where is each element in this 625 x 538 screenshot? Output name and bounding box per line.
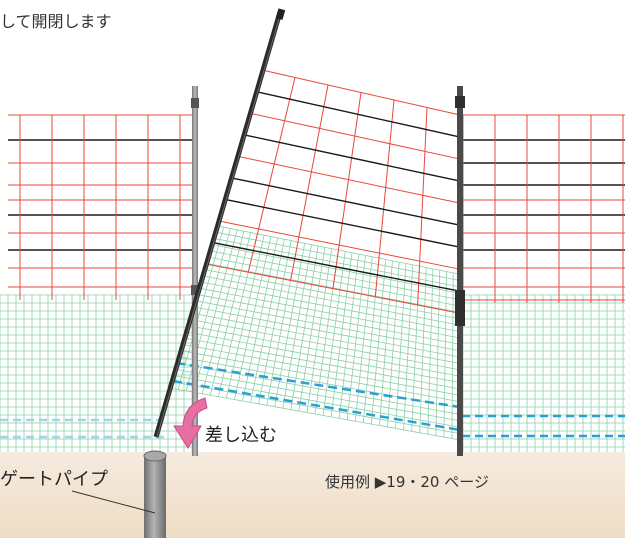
mesh-line (193, 306, 461, 358)
mesh-line (198, 287, 461, 339)
gate-wire (218, 220, 461, 270)
mesh-line (196, 294, 461, 345)
gate-wire (243, 133, 461, 182)
mesh-line (202, 275, 461, 326)
mesh-line (182, 343, 461, 396)
gate-wire (249, 112, 461, 160)
gate-wire (255, 90, 461, 138)
gate-post (153, 8, 286, 438)
gate-wire (230, 177, 461, 226)
mesh-line (169, 387, 461, 441)
right-red-mesh (462, 114, 625, 303)
caption-top: して開閉します (0, 12, 112, 31)
ground (0, 452, 625, 538)
right-green-mesh (462, 294, 625, 452)
insert-label: 差し込む (205, 425, 277, 446)
mesh-line (195, 300, 461, 352)
mesh-line (184, 337, 461, 390)
gate-wire (247, 77, 296, 273)
mesh-line (191, 312, 461, 364)
mesh-line (200, 281, 461, 333)
gate-wire (261, 69, 461, 116)
gate-wire (417, 107, 428, 306)
gate-wire (224, 198, 461, 248)
mesh-line (189, 318, 461, 371)
mesh-line (175, 368, 461, 422)
gate-wire (205, 263, 461, 314)
left-fence-post (191, 86, 199, 456)
left-green-mesh (0, 294, 196, 452)
gate-wire (332, 92, 362, 289)
mesh-line (171, 381, 461, 435)
gate-pipe-label: ゲートパイプ (0, 469, 108, 490)
left-red-mesh (8, 114, 196, 300)
right-fence-post (455, 86, 465, 456)
mesh-line (180, 350, 461, 403)
gate-wire (236, 155, 461, 204)
gate-pipe-leader (71, 490, 156, 514)
gate-green-mesh (169, 225, 461, 441)
gate-wire (290, 84, 329, 281)
gate-pipe (143, 450, 167, 538)
mesh-line (204, 269, 461, 320)
usage-reference: 使用例 ▶19・20 ページ (325, 473, 489, 491)
gate-wire (211, 241, 461, 292)
gate-wire (374, 99, 395, 297)
mesh-line (173, 375, 461, 428)
mesh-line (187, 325, 461, 377)
curved-arrow-icon (173, 397, 208, 449)
blue-wires (0, 361, 625, 439)
mesh-line (186, 331, 461, 384)
